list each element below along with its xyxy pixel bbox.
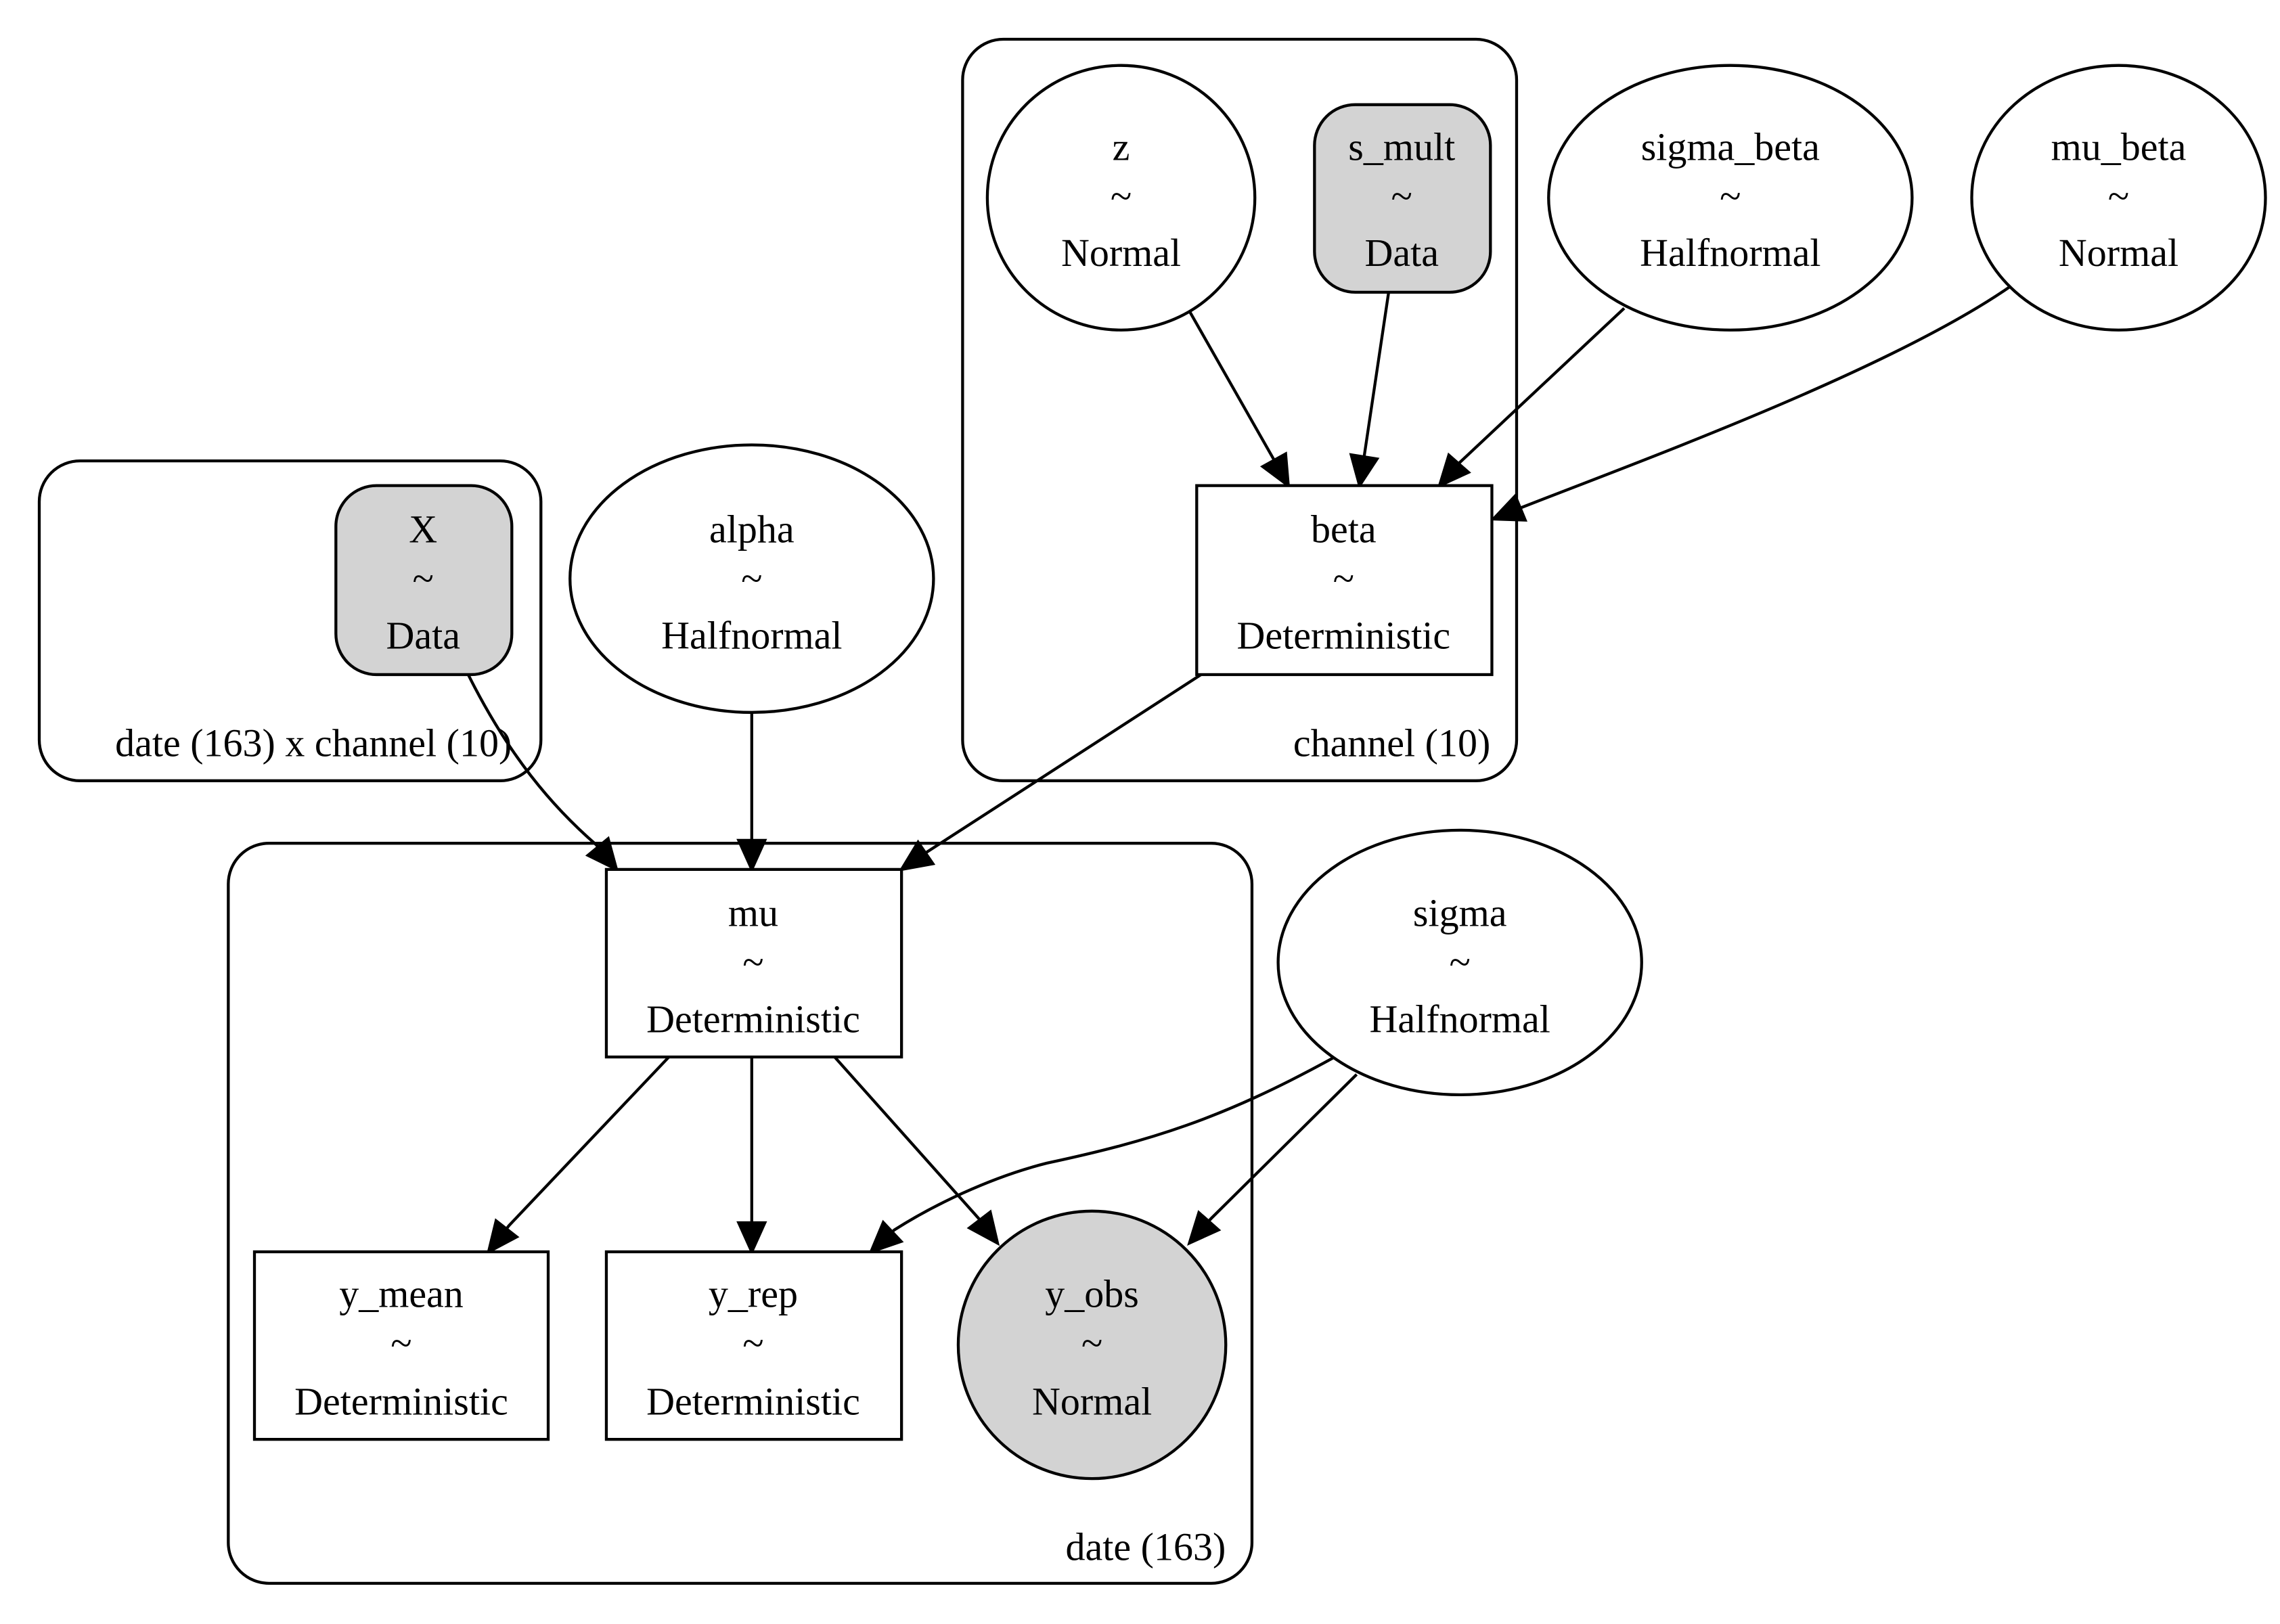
node-sep: ~ xyxy=(741,556,762,600)
arrowhead-icon xyxy=(1490,493,1527,522)
node-sep: ~ xyxy=(742,941,763,985)
node-name: sigma_beta xyxy=(1641,125,1820,168)
node-dist: Data xyxy=(1364,231,1438,275)
node-y-rep[interactable]: y_rep ~ Deterministic xyxy=(604,1250,903,1441)
node-dist: Normal xyxy=(1032,1380,1152,1424)
edge-line xyxy=(1457,307,1626,465)
node-dist: Halfnormal xyxy=(1640,231,1820,275)
node-dist: Halfnormal xyxy=(661,613,842,657)
node-dist: Deterministic xyxy=(294,1380,508,1424)
node-s-mult[interactable]: s_mult ~ Data xyxy=(1313,103,1492,294)
node-name: mu xyxy=(728,891,778,935)
arrowhead-icon xyxy=(1187,1210,1222,1246)
node-y-mean[interactable]: y_mean ~ Deterministic xyxy=(252,1250,550,1441)
node-beta[interactable]: beta ~ Deterministic xyxy=(1195,484,1494,677)
node-sep: ~ xyxy=(1081,1322,1102,1366)
plate-label: channel (10) xyxy=(1293,721,1490,765)
node-sep: ~ xyxy=(1333,556,1354,600)
edge-line xyxy=(466,673,600,849)
edge-mu-to-y-obs xyxy=(833,1056,1000,1246)
node-name: z xyxy=(1113,125,1130,168)
edge-line xyxy=(1188,310,1276,461)
node-name: y_mean xyxy=(339,1272,464,1316)
plate-label: date (163) x channel (10) xyxy=(115,721,512,765)
node-name: y_obs xyxy=(1045,1272,1139,1316)
arrowhead-icon xyxy=(1349,453,1380,489)
node-dist: Data xyxy=(386,613,460,657)
edge-line xyxy=(924,673,1202,855)
node-mu[interactable]: mu ~ Deterministic xyxy=(604,867,903,1059)
edge-line xyxy=(1362,292,1391,459)
node-dist: Deterministic xyxy=(646,997,860,1041)
node-sep: ~ xyxy=(413,556,434,600)
node-dist: Halfnormal xyxy=(1370,997,1550,1041)
arrowhead-icon xyxy=(1437,452,1471,489)
node-dist: Deterministic xyxy=(1236,613,1450,657)
arrowhead-icon xyxy=(736,838,767,874)
edge-mu-beta-to-beta xyxy=(1490,284,2013,522)
node-sep: ~ xyxy=(2108,174,2129,218)
node-y-obs[interactable]: y_obs ~ Normal xyxy=(956,1209,1228,1481)
arrowhead-icon xyxy=(966,1209,1000,1246)
arrowhead-icon xyxy=(736,1221,767,1256)
node-alpha[interactable]: alpha ~ Halfnormal xyxy=(568,443,935,714)
arrowhead-icon xyxy=(868,1219,904,1255)
node-dist: Normal xyxy=(2059,231,2178,275)
arrowhead-icon xyxy=(1259,451,1291,489)
node-sigma-beta[interactable]: sigma_beta ~ Halfnormal xyxy=(1547,64,1914,332)
edge-sigma-to-y-rep xyxy=(868,1056,1336,1255)
node-sep: ~ xyxy=(1720,174,1741,218)
edge-mu-to-y-mean xyxy=(486,1056,670,1255)
node-sep: ~ xyxy=(390,1322,411,1366)
node-name: beta xyxy=(1311,507,1377,551)
edges xyxy=(466,284,2013,1256)
node-name: s_mult xyxy=(1348,125,1455,168)
edge-s-mult-to-beta xyxy=(1349,292,1391,489)
edge-beta-to-mu xyxy=(898,673,1202,872)
node-z[interactable]: z ~ Normal xyxy=(985,64,1257,332)
arrowhead-icon xyxy=(898,839,936,872)
plate-date: date (163) xyxy=(227,842,1254,1585)
node-sep: ~ xyxy=(1391,174,1412,218)
node-sep: ~ xyxy=(1111,174,1132,218)
node-name: y_rep xyxy=(709,1272,798,1316)
arrowhead-icon xyxy=(486,1218,520,1255)
plate-label: date (163) xyxy=(1066,1525,1226,1569)
edge-line xyxy=(1517,284,2013,511)
node-name: sigma xyxy=(1413,891,1507,935)
edge-z-to-beta xyxy=(1188,310,1291,489)
plate-date-channel: date (163) x channel (10) xyxy=(37,459,543,782)
node-name: alpha xyxy=(709,507,795,551)
node-sep: ~ xyxy=(742,1322,763,1366)
edge-line xyxy=(505,1056,670,1230)
edge-X-to-mu xyxy=(466,673,619,872)
edge-line xyxy=(891,1056,1336,1234)
edge-sigma-beta-to-beta xyxy=(1437,307,1626,489)
node-dist: Normal xyxy=(1061,231,1181,275)
node-name: X xyxy=(409,507,437,551)
node-sigma[interactable]: sigma ~ Halfnormal xyxy=(1276,828,1643,1097)
edge-line xyxy=(1207,1073,1358,1223)
node-mu-beta[interactable]: mu_beta ~ Normal xyxy=(1970,64,2267,332)
arrowhead-icon xyxy=(585,836,619,872)
edge-alpha-to-mu xyxy=(736,712,767,874)
node-dist: Deterministic xyxy=(646,1380,860,1424)
node-x[interactable]: X ~ Data xyxy=(334,484,514,677)
node-sep: ~ xyxy=(1449,941,1470,985)
edge-sigma-to-y-obs xyxy=(1187,1073,1358,1246)
edge-mu-to-y-rep xyxy=(736,1057,767,1256)
node-name: mu_beta xyxy=(2051,125,2187,168)
